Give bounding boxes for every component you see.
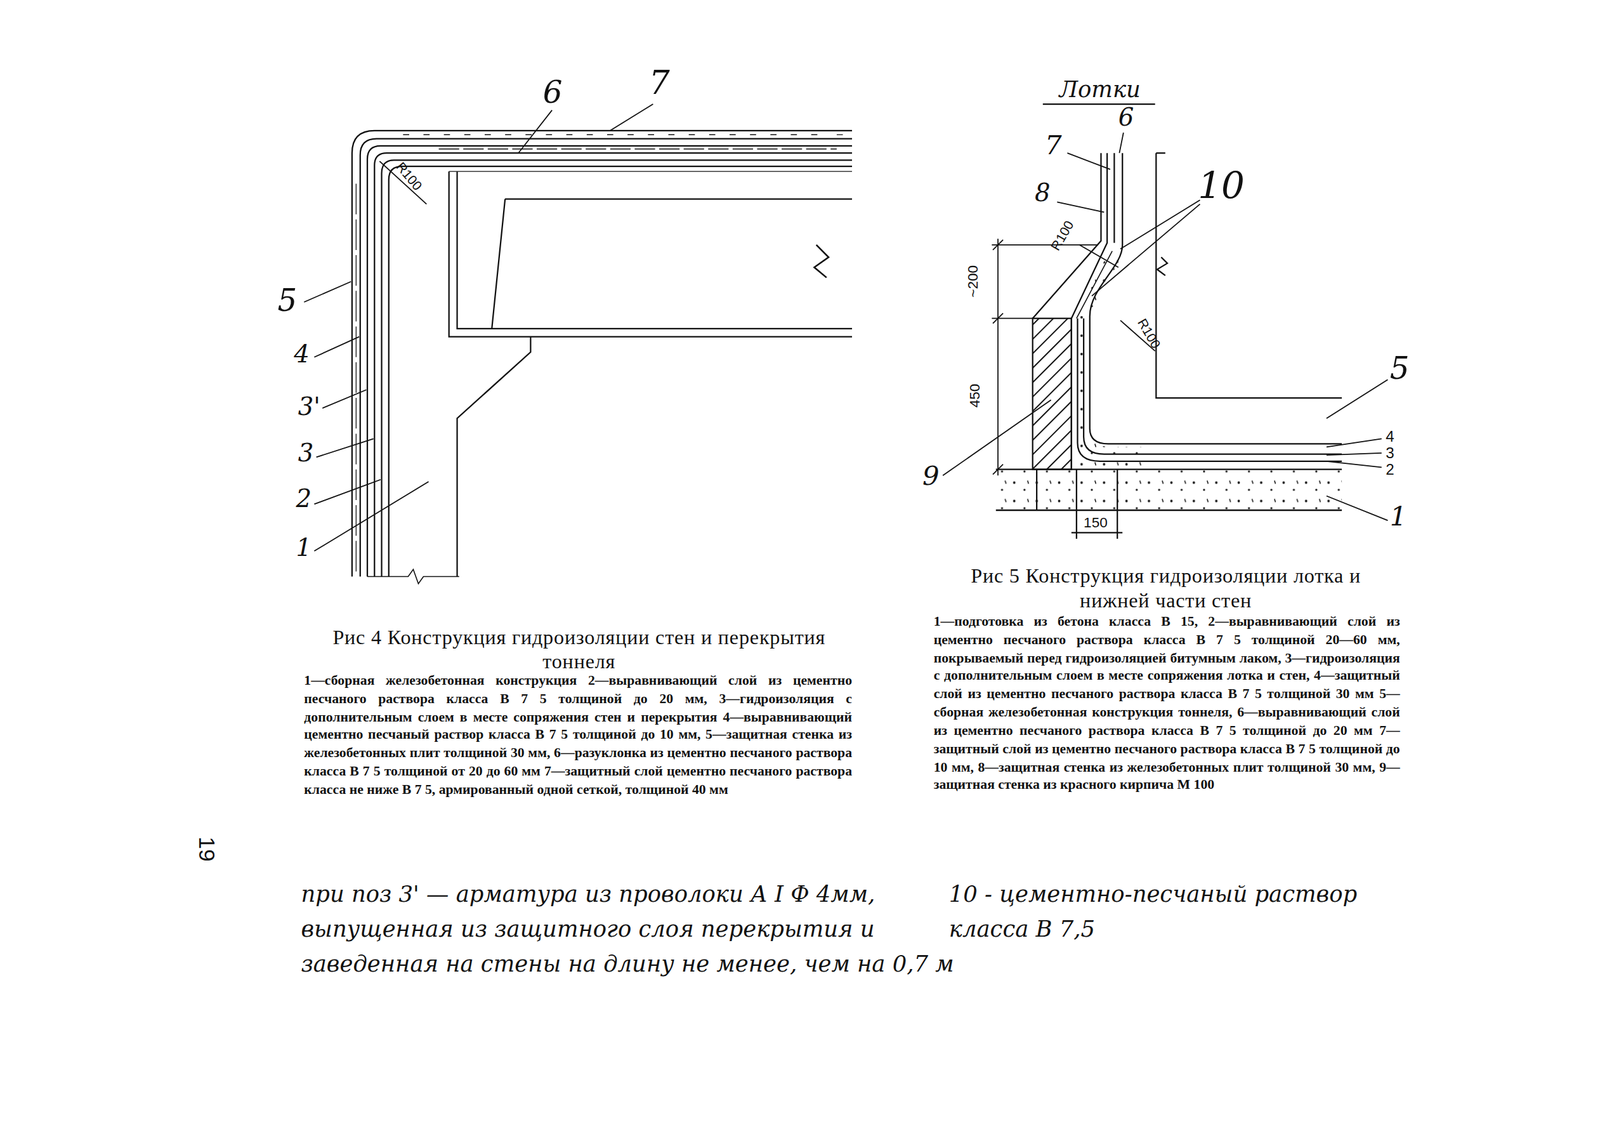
callout-number: 2	[295, 485, 312, 512]
dimension: ~200	[965, 265, 982, 298]
callout-number: 1	[1390, 501, 1408, 532]
callout-number: 1	[295, 534, 312, 562]
fig5-base	[996, 469, 1342, 539]
fig5-layers	[1032, 152, 1342, 469]
callout-number: 3	[298, 439, 315, 467]
handwritten-note: 10 - цементно-песчаный раствор класса В …	[949, 877, 1399, 948]
fig5-leaders	[942, 132, 1388, 521]
fig5-brick	[1032, 318, 1072, 470]
figure-legend: 1—сборная железобетонная конструкция 2—в…	[303, 671, 853, 799]
callout-number: 6	[1118, 104, 1135, 131]
callout-number: 7	[1044, 130, 1063, 160]
page-number: 19	[194, 836, 219, 861]
fig4-leaders	[303, 104, 653, 551]
figure-legend: 1—подготовка из бетона класса В 15, 2—вы…	[933, 612, 1401, 794]
radius-label: R100	[1134, 316, 1163, 352]
section-title: Лотки	[1059, 77, 1141, 103]
callout-number: 4	[1385, 428, 1394, 446]
callout-number: 5	[1390, 350, 1410, 385]
callout-number: 2	[1385, 461, 1394, 479]
radius-label: R100	[392, 159, 425, 194]
callout-number: 3'	[298, 393, 321, 421]
handwritten-note: при поз 3' — арматура из проволоки А I Ф…	[300, 877, 954, 982]
callout-number: 3	[1385, 444, 1394, 462]
fig4-structure	[367, 171, 853, 584]
fig4-layers	[352, 130, 853, 577]
dimension: 450	[967, 383, 984, 408]
callout-number: 5	[277, 283, 297, 318]
callout-number: 10	[1197, 164, 1245, 206]
radius-label: R100	[1048, 218, 1078, 254]
callout-number: 6	[543, 75, 563, 110]
figure-caption: Рис 5 Конструкция гидроизоляции лотка и …	[933, 563, 1399, 613]
callout-number: 8	[1034, 179, 1051, 207]
callout-number: 7	[649, 65, 670, 102]
fig5-dimensions	[991, 238, 1098, 476]
callout-number: 9	[922, 461, 940, 491]
dimension: 150	[1083, 515, 1108, 532]
fig5-lotki-underline	[1042, 103, 1156, 105]
figure-caption: Рис 4 Конструкция гидроизоляции стен и п…	[306, 624, 853, 674]
callout-number: 4	[293, 340, 310, 368]
